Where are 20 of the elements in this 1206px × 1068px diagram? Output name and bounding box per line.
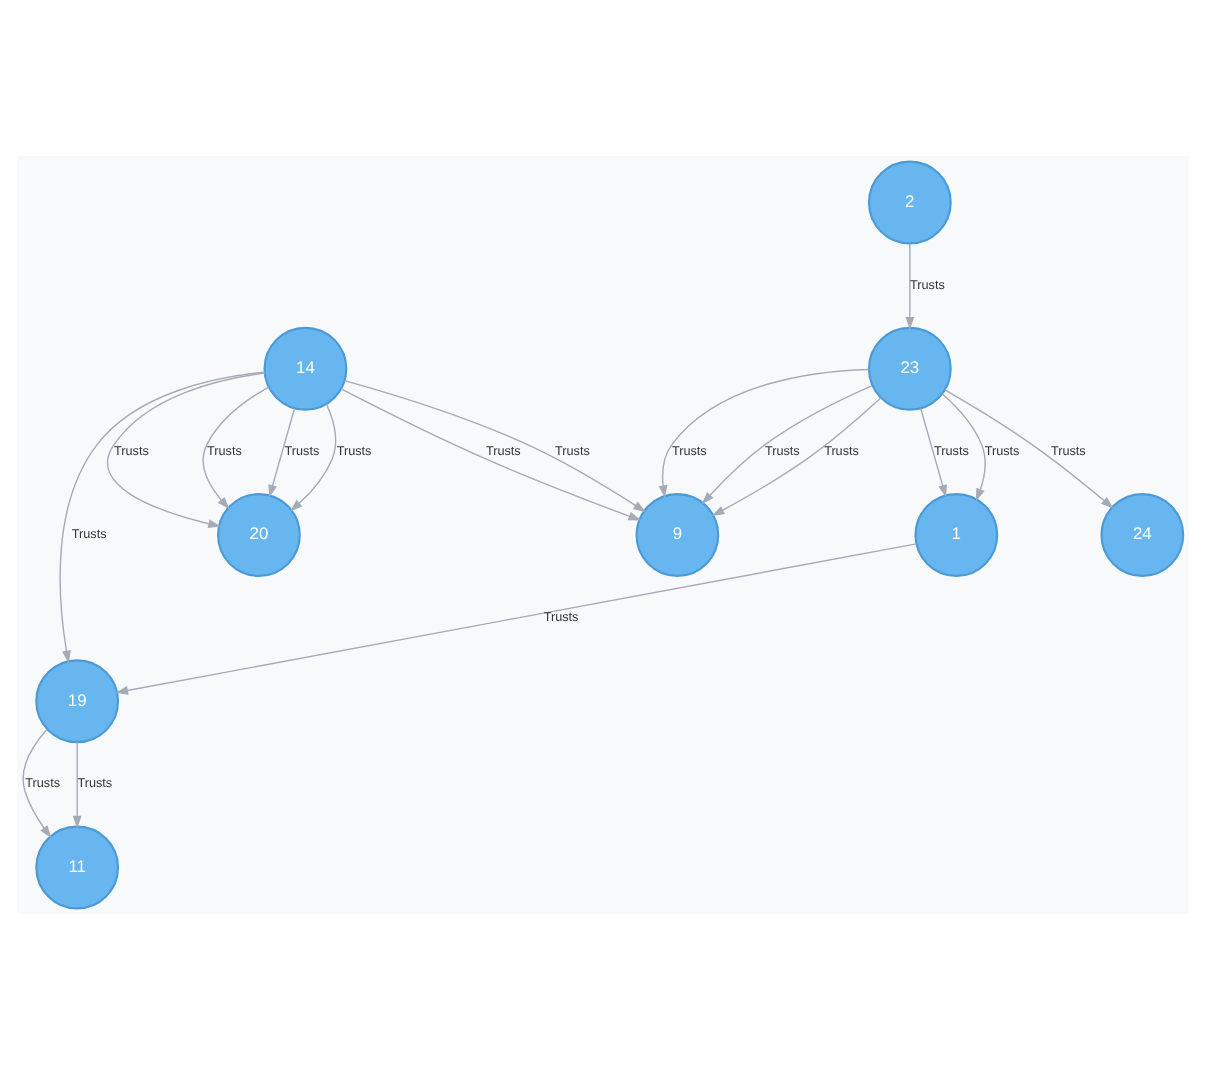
arrow: [905, 241, 915, 329]
arrow: [106, 371, 266, 527]
arrow: [268, 406, 296, 497]
arrow: [941, 392, 986, 501]
arrow: [59, 370, 266, 663]
node-circle: 2: [867, 159, 952, 244]
arrow: [920, 406, 947, 497]
arrow: [944, 388, 1114, 508]
arrow: [711, 396, 882, 516]
node-circle: 23: [867, 325, 952, 410]
arrow: [290, 402, 337, 511]
arrow: [22, 727, 52, 838]
arrow: [701, 383, 873, 504]
arrow: [72, 740, 82, 828]
node-circle: 1: [914, 492, 999, 576]
arrow: [115, 542, 917, 694]
node-circle: 14: [263, 325, 348, 410]
arrow: [658, 367, 870, 498]
arrow: [202, 385, 270, 509]
node-circle: 19: [35, 658, 120, 743]
